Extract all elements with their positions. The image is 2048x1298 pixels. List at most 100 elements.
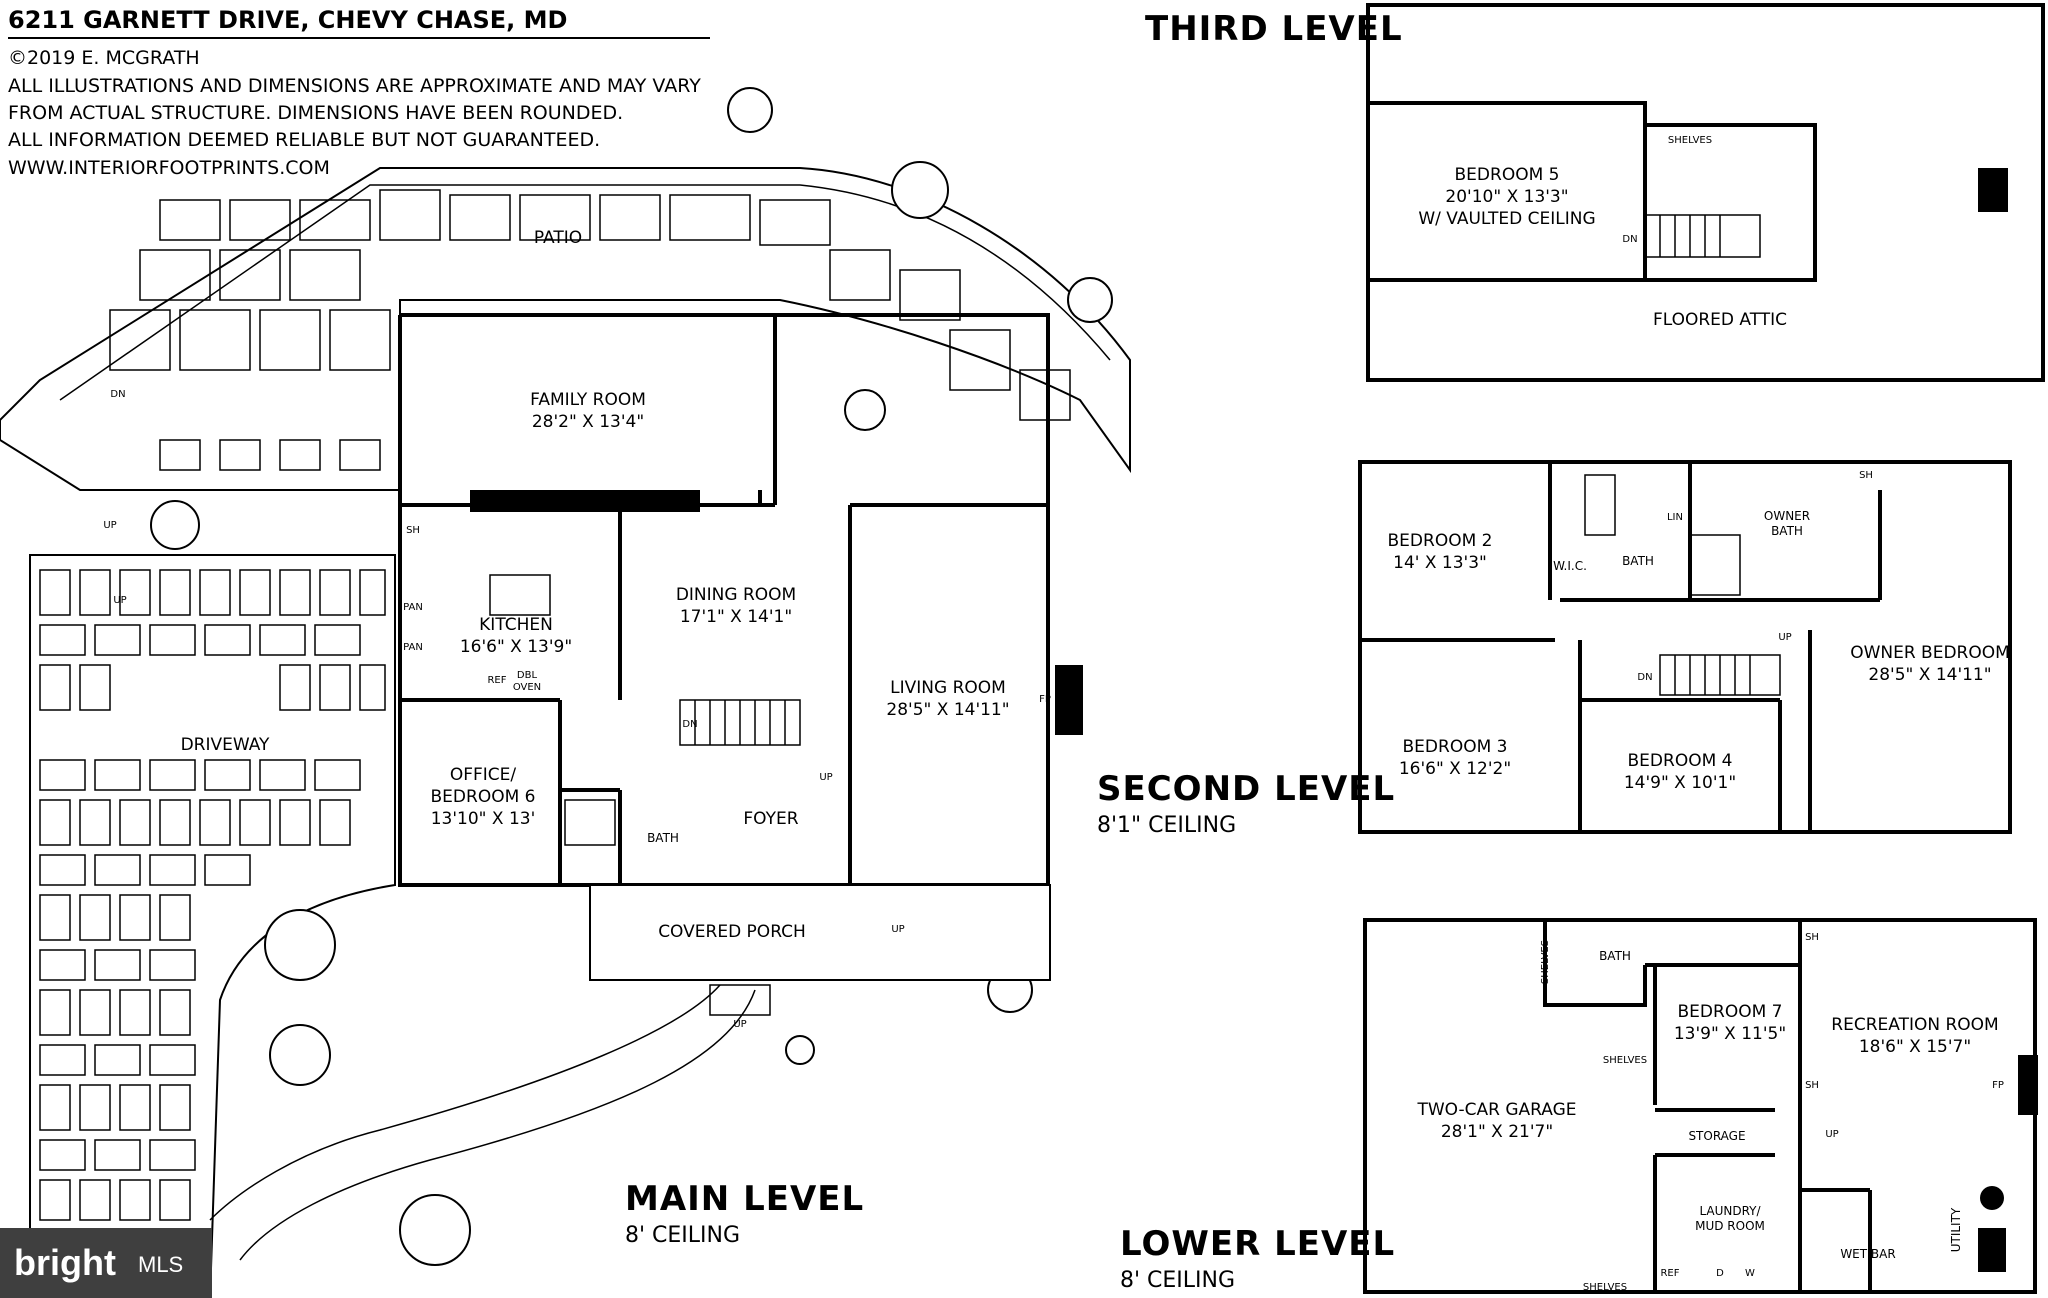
driveway-outline [29,554,396,1298]
garage-name: TWO-CAR GARAGE [1416,1100,1576,1120]
covered-porch-area [589,884,1051,981]
second-dn-label: DN [1637,672,1652,683]
attic-chimney [1978,168,2008,212]
owner-bath-label-1: OWNER [1764,509,1810,523]
driveway-up-label: UP [113,595,126,606]
second-level-plan: BEDROOM 2 14' X 13'3" BEDROOM 3 16'6" X … [1097,460,2012,838]
attic-shelves-label: SHELVES [1668,135,1712,146]
lower-sh-label-1: SH [1805,932,1819,943]
washer-label: W [1745,1268,1755,1279]
dryer-label: D [1716,1268,1724,1279]
stair-dn-label: DN [682,719,697,730]
family-room-name: FAMILY ROOM [530,390,646,410]
tree [844,389,886,431]
driveway-paving-pattern [39,569,386,1221]
main-level-plan: PATIO DRIVEWAY [0,87,1131,1298]
kitchen-wall-counter [470,490,700,512]
bedroom4-dims: 14'9" X 10'1" [1624,773,1736,793]
utility-water-heater [1980,1186,2004,1210]
tree [269,1024,331,1086]
disclaimer-line-3: ALL INFORMATION DEEMED RELIABLE BUT NOT … [8,129,600,151]
main-level-title: MAIN LEVEL [625,1179,864,1219]
lin-label: LIN [1667,512,1683,523]
second-up-label: UP [1778,632,1791,643]
patio-dn-label: DN [110,389,125,400]
main-stairs [679,699,801,746]
bedroom5-name: BEDROOM 5 [1455,165,1560,185]
dining-room-name: DINING ROOM [676,585,796,605]
lower-fp-label: FP [1992,1080,2004,1091]
dbl-label: DBL [517,670,538,681]
lower-level-outline [1363,918,2037,1294]
recreation-dims: 18'6" X 15'7" [1859,1037,1971,1057]
bedroom7-name: BEDROOM 7 [1678,1002,1783,1022]
bedroom3-dims: 16'6" X 12'2" [1399,759,1511,779]
tree [399,1194,471,1266]
lower-bath-label: BATH [1599,949,1631,963]
tree [1067,277,1113,323]
bedroom4-name: BEDROOM 4 [1628,751,1733,771]
living-room-dims: 28'5" X 14'11" [886,700,1009,720]
bath-tub [1584,474,1616,536]
garage-dims: 28'1" X 21'7" [1441,1122,1553,1142]
patio-label: PATIO [534,228,582,248]
lower-level-walls [1543,920,1872,1292]
living-fireplace [1055,665,1083,735]
bright-mls-brand: bright [14,1242,116,1283]
office-dims: 13'10" X 13' [431,809,536,829]
side-up-label: UP [891,924,904,935]
tree [727,87,773,133]
lower-level-plan: TWO-CAR GARAGE 28'1" X 21'7" BEDROOM 7 1… [1120,918,2038,1294]
second-level-ceiling: 8'1" CEILING [1097,813,1236,838]
front-walkway-edge [239,989,756,1261]
website-line: WWW.INTERIORFOOTPRINTS.COM [8,157,330,179]
bedroom7-dims: 13'9" X 11'5" [1674,1024,1786,1044]
owner-bath-label-2: BATH [1771,524,1803,538]
lower-sh-label-2: SH [1805,1080,1819,1091]
ref-label: REF [487,675,506,686]
front-walkway [209,984,721,1221]
tree [785,1035,815,1065]
attic-dn-label: DN [1622,234,1637,245]
patio-inner [59,184,1111,401]
porch-up-label: UP [733,1019,746,1030]
office-name-line1: OFFICE/ [450,765,517,785]
main-bath-label: BATH [647,831,679,845]
second-level-title: SECOND LEVEL [1097,769,1395,809]
stair-up-label: UP [819,772,832,783]
copyright-line: ©2019 E. MCGRATH [8,47,200,69]
kitchen-dims: 16'6" X 13'9" [460,637,572,657]
second-bath-label: BATH [1622,554,1654,568]
attic-stairs [1644,214,1761,258]
sh-label: SH [406,525,420,536]
storage-label: STORAGE [1688,1129,1745,1143]
kitchen-island [489,574,551,616]
lower-level-ceiling: 8' CEILING [1120,1268,1235,1293]
shower-stall [564,799,616,846]
third-level-title: THIRD LEVEL [1145,9,1403,49]
main-level-ceiling: 8' CEILING [625,1223,740,1248]
owner-sh-label: SH [1859,470,1873,481]
closet-walls [1645,123,1817,282]
laundry-label-2: MUD ROOM [1695,1219,1765,1233]
pan-label-2: PAN [403,642,423,653]
patio-up-label: UP [103,520,116,531]
utility-label: UTILITY [1949,1207,1963,1252]
property-address: 6211 GARNETT DRIVE, CHEVY CHASE, MD [8,6,567,34]
second-level-outline [1358,460,2012,834]
shelves-label-3: SHELVES [1540,940,1551,984]
porch-steps [709,984,771,1016]
living-fp-label: FP [1039,694,1051,705]
wet-bar-label: WET BAR [1840,1247,1895,1261]
header-block: 6211 GARNETT DRIVE, CHEVY CHASE, MD ©201… [8,6,710,179]
laundry-ref-label: REF [1660,1268,1679,1279]
laundry-label-1: LAUNDRY/ [1699,1204,1761,1218]
bedroom5-note: W/ VAULTED CEILING [1418,209,1595,229]
owner-bedroom-name: OWNER BEDROOM [1850,643,2010,663]
living-room-name: LIVING ROOM [890,678,1006,698]
bedroom3-name: BEDROOM 3 [1403,737,1508,757]
recreation-fireplace [2018,1055,2038,1115]
tree [150,500,200,550]
shelves-label-2: SHELVES [1583,1282,1627,1293]
